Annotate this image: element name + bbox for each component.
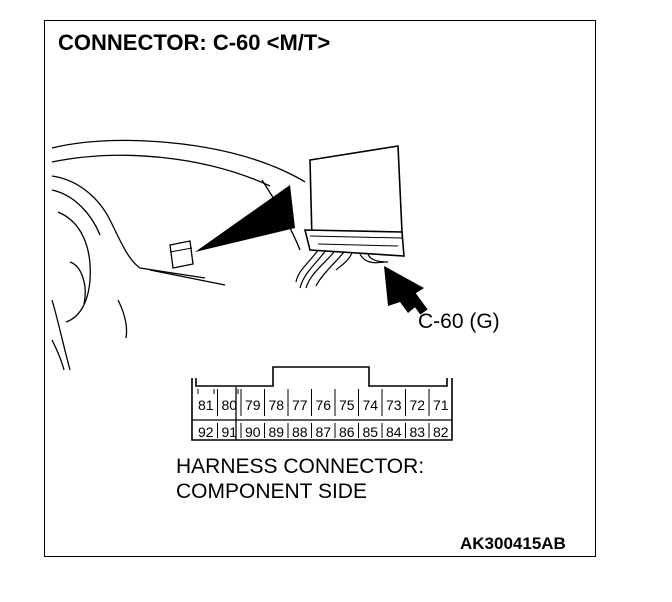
wire-harness <box>295 249 389 289</box>
pin-label: 91 <box>221 424 238 440</box>
pin-label: 72 <box>409 397 426 413</box>
pin-label: 86 <box>338 424 355 440</box>
pin-label: 74 <box>362 397 379 413</box>
pin-label: 71 <box>432 397 449 413</box>
pin-label: 75 <box>338 397 355 413</box>
pin-label: 77 <box>291 397 308 413</box>
pin-label: 92 <box>197 424 214 440</box>
ecu-location-marker <box>169 185 295 269</box>
pin-label: 79 <box>244 397 261 413</box>
pin-label: 81 <box>197 397 214 413</box>
pin-label: 78 <box>268 397 285 413</box>
connector-face <box>191 366 453 441</box>
caption-line-2: COMPONENT SIDE <box>176 480 367 503</box>
pin-label: 87 <box>315 424 332 440</box>
pin-label: 90 <box>244 424 261 440</box>
connector-callout-label: C-60 (G) <box>418 310 500 333</box>
diagram-title: CONNECTOR: C-60 <M/T> <box>58 30 331 55</box>
pin-label: 80 <box>221 397 238 413</box>
pin-label: 73 <box>385 397 402 413</box>
diagram-frame <box>44 20 596 557</box>
figure-code: AK300415AB <box>460 534 566 553</box>
pin-label: 76 <box>315 397 332 413</box>
pin-label: 84 <box>385 424 402 440</box>
pin-label: 88 <box>291 424 308 440</box>
dashboard-outline <box>51 139 306 371</box>
pin-label: 85 <box>362 424 379 440</box>
control-unit <box>303 145 405 257</box>
pin-label: 82 <box>432 424 449 440</box>
pin-label: 89 <box>268 424 285 440</box>
pin-label: 83 <box>409 424 426 440</box>
arrow-icon <box>384 266 428 315</box>
caption-line-1: HARNESS CONNECTOR: <box>176 455 425 478</box>
